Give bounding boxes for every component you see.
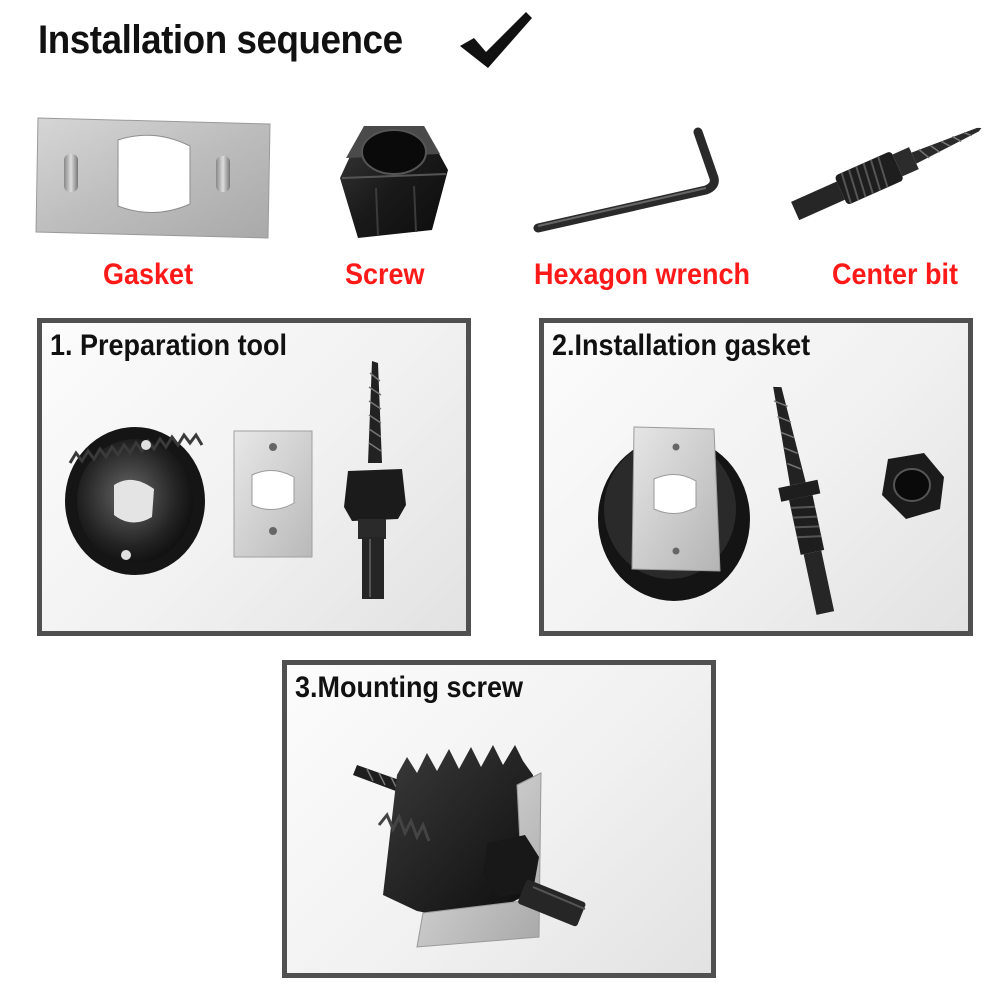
part-label-center-bit: Center bit [832, 258, 959, 291]
part-label-hexagon-wrench: Hexagon wrench [534, 258, 751, 291]
center-bit-image [780, 110, 994, 228]
part-label-gasket: Gasket [103, 258, 194, 291]
mounting-screw-image [353, 745, 586, 948]
step-panel-3: 3.Mounting screw [282, 660, 716, 978]
installation-gasket-image [598, 386, 944, 615]
preparation-tool-image [65, 361, 406, 599]
hexagon-wrench-image [530, 126, 730, 238]
step-panel-2: 2.Installation gasket [539, 318, 973, 636]
step-panel-1: 1. Preparation tool [37, 318, 471, 636]
gasket-image [34, 116, 274, 242]
step-title-3: 3.Mounting screw [295, 671, 524, 704]
screw-image [336, 118, 452, 246]
step-title-2: 2.Installation gasket [552, 329, 811, 362]
page-title: Installation sequence [38, 18, 403, 62]
part-label-screw: Screw [345, 258, 425, 291]
step-title-1: 1. Preparation tool [50, 329, 288, 362]
checkmark-icon [460, 12, 532, 68]
